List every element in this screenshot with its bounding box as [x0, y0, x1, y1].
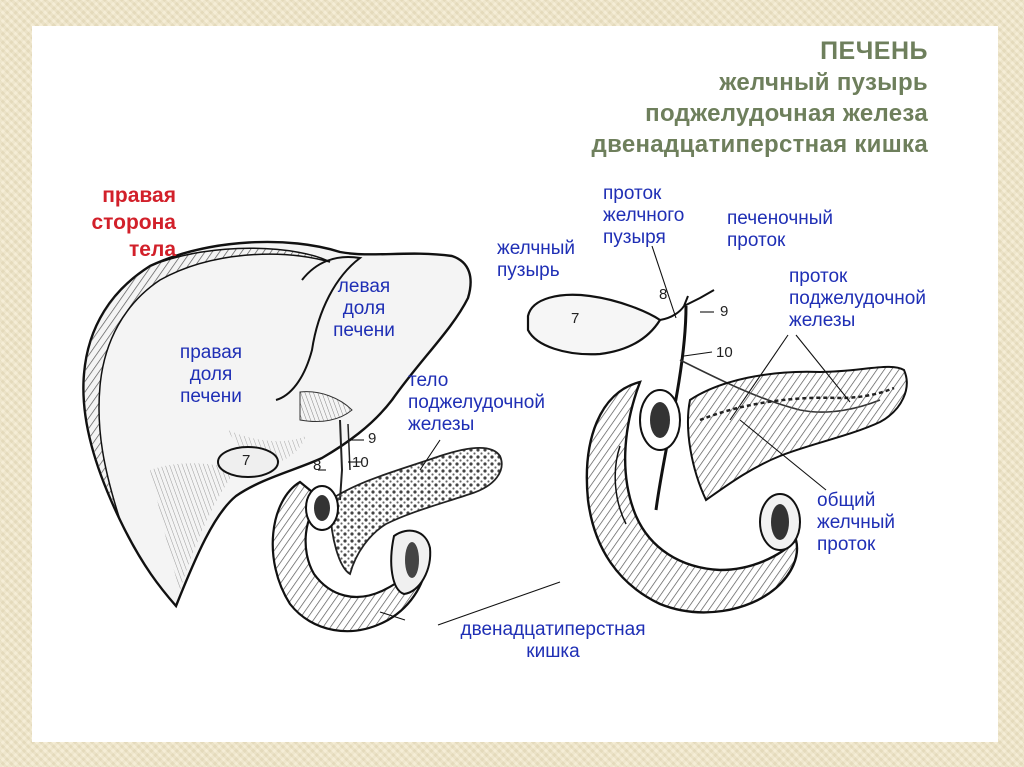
- cystic-duct-label-line: пузыря: [603, 227, 666, 248]
- hepatic-duct-label: печеночный проток: [727, 208, 833, 252]
- left-number-10: 10: [352, 454, 369, 471]
- cystic-duct-label: проток желчного пузыря: [603, 183, 684, 249]
- left-lobe-label: левая доля печени: [322, 276, 406, 342]
- right-number-10: 10: [716, 344, 733, 361]
- duodenum-label: двенадцатиперстная кишка: [434, 619, 672, 663]
- hepatic-duct-label-line: проток: [727, 230, 786, 251]
- pancreas-left: [329, 446, 503, 576]
- gallbladder-label: желчный пузырь: [497, 238, 575, 282]
- common-bile-duct-label-line: общий: [817, 490, 876, 511]
- title-line-1: ПЕЧЕНЬ: [820, 37, 928, 65]
- left-lobe-label-line: левая: [337, 276, 391, 297]
- pancreas-right: [687, 365, 908, 502]
- right-lobe-label-line: печени: [180, 386, 242, 407]
- liver: [82, 240, 472, 609]
- right-number-8: 8: [659, 286, 668, 303]
- pancreas-body-label-line: железы: [408, 414, 475, 435]
- duodenum-right: [585, 380, 801, 614]
- gallbladder-right: [526, 293, 685, 356]
- common-bile-duct-label-line: проток: [817, 534, 876, 555]
- pancreatic-duct-label: проток поджелудочной железы: [789, 266, 926, 332]
- left-number-7: 7: [242, 452, 251, 469]
- title-block: ПЕЧЕНЬ желчный пузырь поджелудочная желе…: [592, 36, 928, 160]
- gallbladder-label-line: пузырь: [497, 260, 560, 281]
- duodenum-left: [271, 480, 432, 633]
- common-bile-duct-label-line: желчный: [817, 512, 895, 533]
- side-label-line-1: правая: [102, 184, 176, 207]
- pancreas-body-label-line: поджелудочной: [408, 392, 545, 413]
- left-lobe-label-line: доля: [342, 298, 386, 319]
- pancreatic-duct-label-line: проток: [789, 266, 848, 287]
- title-line-3: поджелудочная железа: [645, 100, 928, 127]
- duodenum-label-line: кишка: [526, 641, 580, 662]
- common-bile-duct-label: общий желчный проток: [817, 490, 895, 556]
- hepatic-duct-label-line: печеночный: [727, 208, 833, 229]
- right-lobe-label-line: доля: [189, 364, 233, 385]
- pancreatic-duct-label-line: поджелудочной: [789, 288, 926, 309]
- gallbladder-label-line: желчный: [497, 238, 575, 259]
- right-lobe-label-line: правая: [179, 342, 243, 363]
- title-line-4: двенадцатиперстная кишка: [591, 131, 928, 158]
- cystic-duct-label-line: проток: [603, 183, 662, 204]
- side-label-line-3: тела: [129, 238, 176, 261]
- right-side-of-body-label: правая сторона тела: [58, 182, 176, 263]
- right-lobe-label: правая доля печени: [166, 342, 256, 408]
- pancreatic-duct-label-line: железы: [789, 310, 856, 331]
- title-line-2: желчный пузырь: [719, 69, 928, 96]
- pancreas-body-label: тело поджелудочной железы: [408, 370, 545, 436]
- left-lobe-label-line: печени: [333, 320, 395, 341]
- right-number-7: 7: [571, 310, 580, 327]
- left-number-8: 8: [313, 457, 322, 474]
- cystic-duct-label-line: желчного: [603, 205, 685, 226]
- leader-lines: [318, 245, 851, 626]
- duodenum-label-line: двенадцатиперстная: [460, 619, 646, 640]
- side-label-line-2: сторона: [91, 211, 176, 234]
- right-number-9: 9: [720, 303, 729, 320]
- pancreas-body-label-line: тело: [408, 370, 449, 391]
- left-number-9: 9: [368, 430, 377, 447]
